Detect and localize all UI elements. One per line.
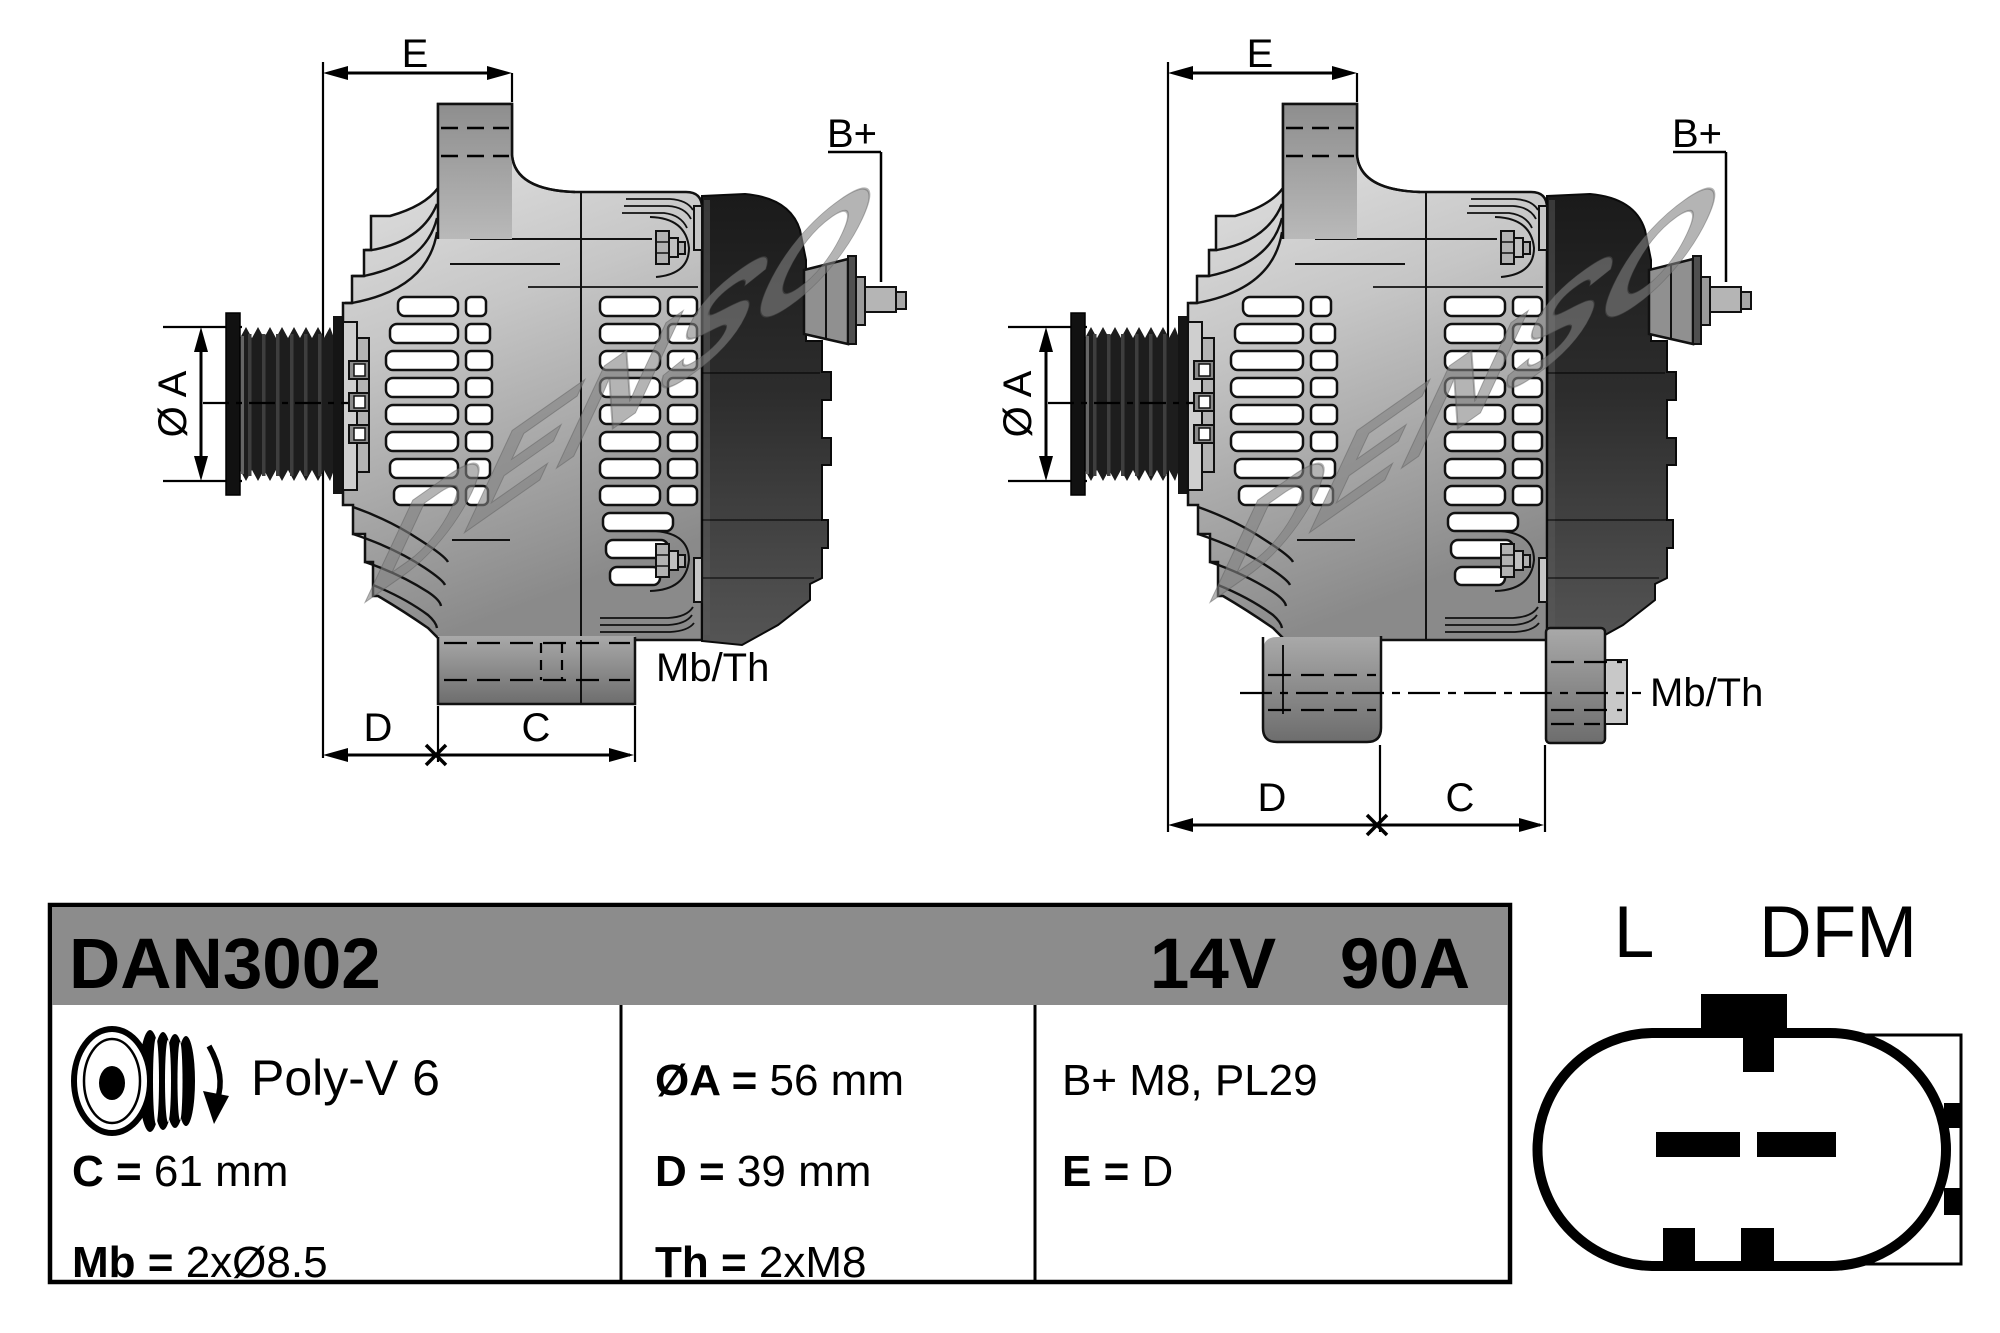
svg-text:Mb/Th: Mb/Th — [656, 646, 769, 690]
svg-text:L: L — [1614, 892, 1655, 973]
svg-text:D: D — [1258, 776, 1287, 820]
svg-text:E = D: E = D — [1062, 1147, 1173, 1196]
svg-text:D = 39 mm: D = 39 mm — [655, 1147, 871, 1196]
svg-text:Th = 2xM8: Th = 2xM8 — [655, 1238, 867, 1287]
svg-text:Mb = 2xØ8.5: Mb = 2xØ8.5 — [72, 1238, 328, 1287]
svg-text:D: D — [364, 706, 393, 750]
svg-text:Poly-V 6: Poly-V 6 — [251, 1050, 440, 1106]
svg-text:ØA = 56 mm: ØA = 56 mm — [655, 1056, 904, 1105]
svg-text:DAN3002: DAN3002 — [69, 925, 381, 1004]
svg-text:Mb/Th: Mb/Th — [1650, 671, 1763, 715]
svg-text:14V: 14V — [1150, 925, 1276, 1004]
svg-text:C: C — [1446, 776, 1475, 820]
svg-text:DFM: DFM — [1759, 892, 1917, 973]
svg-text:90A: 90A — [1340, 925, 1470, 1004]
svg-text:B+ M8, PL29: B+ M8, PL29 — [1062, 1056, 1318, 1105]
svg-text:C = 61 mm: C = 61 mm — [72, 1147, 288, 1196]
svg-text:C: C — [522, 706, 551, 750]
